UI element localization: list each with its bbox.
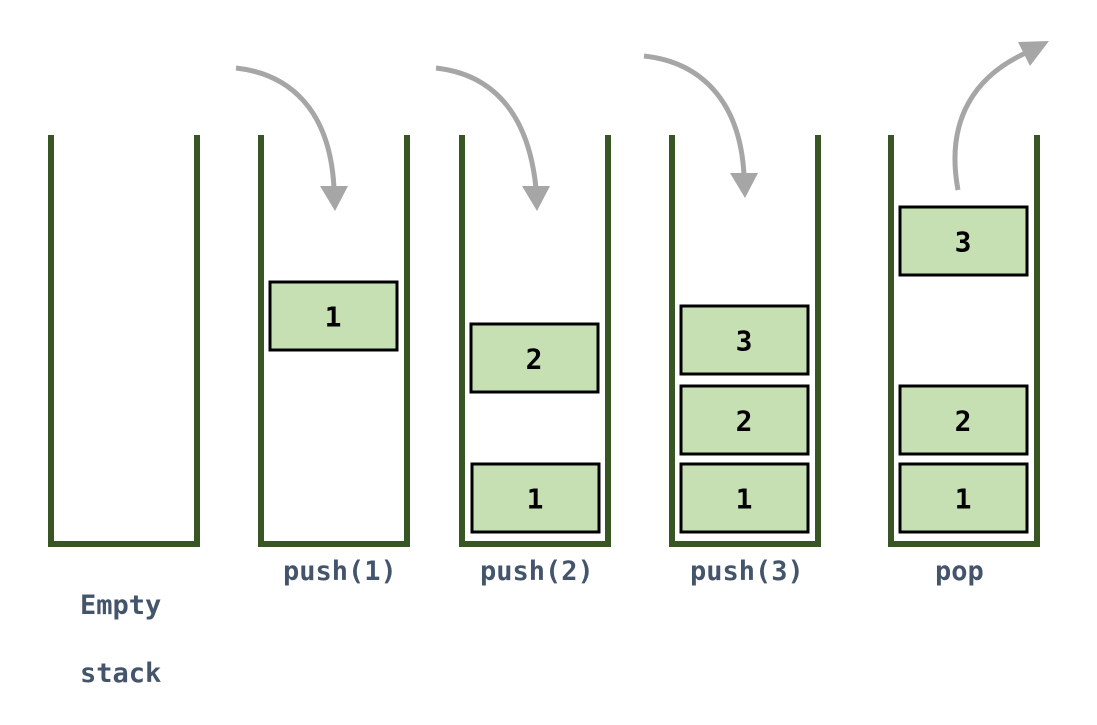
box-label: 1 bbox=[325, 301, 342, 334]
stack-diagram: 1 1 2 1 2 3 1 2 3 bbox=[48, 41, 1049, 547]
stack-box-push3-1: 1 bbox=[679, 462, 810, 534]
stack-box-push3-2: 2 bbox=[679, 384, 810, 456]
stack-container-push-3 bbox=[669, 135, 821, 547]
box-label: 1 bbox=[955, 483, 972, 516]
caption-line: Empty bbox=[80, 590, 162, 621]
caption-push-3: push(3) bbox=[690, 556, 804, 587]
box-label: 2 bbox=[526, 343, 543, 376]
stack-box-pop-3: 3 bbox=[898, 205, 1029, 277]
box-label: 1 bbox=[527, 483, 544, 516]
caption-push-1: push(1) bbox=[283, 556, 397, 587]
caption-pop: pop bbox=[935, 556, 984, 587]
stack-box-push2-1: 1 bbox=[470, 462, 601, 534]
stack-container-empty bbox=[48, 135, 200, 547]
push-arrow-icon bbox=[435, 65, 550, 211]
stack-container-pop bbox=[888, 135, 1040, 547]
pop-arrow-icon bbox=[952, 41, 1049, 191]
push-arrow-icon bbox=[235, 65, 348, 211]
stack-container-push-1 bbox=[258, 135, 410, 547]
stack-container-push-2 bbox=[459, 135, 611, 547]
box-label: 2 bbox=[955, 405, 972, 438]
push-arrow-icon bbox=[643, 53, 758, 198]
caption-line: stack bbox=[80, 658, 162, 689]
stack-box-push1-1: 1 bbox=[268, 280, 399, 352]
box-label: 1 bbox=[736, 483, 753, 516]
box-label: 3 bbox=[955, 226, 972, 259]
stack-box-pop-2: 2 bbox=[898, 384, 1029, 456]
stack-box-push3-3: 3 bbox=[679, 304, 810, 376]
caption-empty-stack: Empty stack bbox=[80, 555, 161, 725]
box-label: 3 bbox=[736, 325, 753, 358]
caption-push-2: push(2) bbox=[480, 556, 594, 587]
stack-box-pop-1: 1 bbox=[898, 462, 1029, 534]
stack-box-push2-2: 2 bbox=[469, 322, 600, 394]
box-label: 2 bbox=[736, 405, 753, 438]
